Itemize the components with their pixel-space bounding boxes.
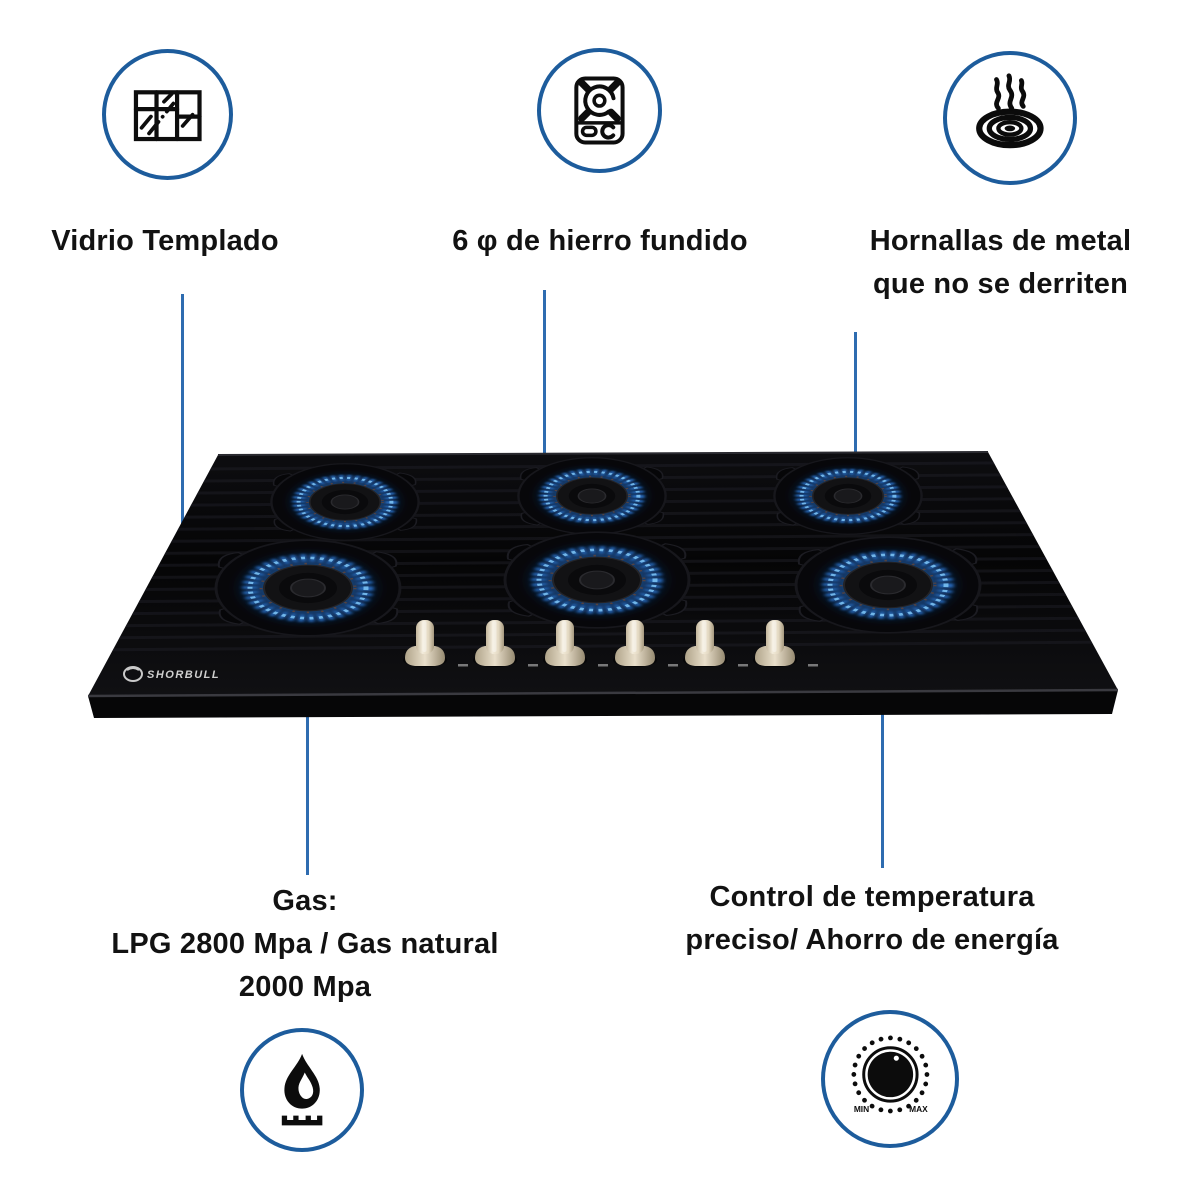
gas-spec-line2: LPG 2800 Mpa / Gas natural	[111, 928, 499, 960]
knob-indicator-dot	[893, 1055, 899, 1061]
cast-iron-label-text: 6 φ de hierro fundido	[452, 225, 748, 257]
cast-iron-burner-icon	[574, 76, 625, 145]
heatproof-label-line2: que no se derriten	[873, 268, 1128, 300]
heatproof-label-line1: Hornallas de metal	[869, 225, 1132, 257]
temperature-control-line2: preciso/ Ahorro de energía	[685, 924, 1059, 956]
burner-back-left	[269, 464, 422, 541]
burner-front-left	[212, 540, 403, 636]
tempered-glass-feature-circle	[102, 49, 233, 180]
temperature-control-line1: Control de temperatura	[709, 881, 1035, 913]
brand-logo: SHORBULL	[123, 666, 220, 682]
burner-front-center	[501, 532, 692, 628]
gas-flame-feature-circle	[240, 1028, 364, 1152]
cooktop-base-edge	[88, 690, 1118, 718]
heatproof-hotplate-icon	[976, 73, 1044, 149]
temperature-knob-feature-circle: MIN MAX	[821, 1010, 959, 1148]
burner-base-icon	[281, 1115, 323, 1126]
heat-waves-icon	[994, 73, 1027, 111]
temperature-knob-icon: MIN MAX	[851, 1035, 929, 1114]
connector-line-heatproof	[854, 332, 857, 478]
cast-iron-label: 6 φ de hierro fundido	[430, 220, 770, 263]
heatproof-hotplate-feature-circle	[943, 51, 1077, 185]
tempered-glass-label: Vidrio Templado	[15, 220, 315, 263]
tempered-glass-icon	[133, 89, 202, 141]
gas-spec-line3: 2000 Mpa	[238, 971, 372, 1003]
gas-spec-label: Gas: LPG 2800 Mpa / Gas natural 2000 Mpa	[45, 880, 565, 1009]
brand-text: SHORBULL	[147, 669, 220, 681]
connector-line-cast-iron	[543, 290, 546, 557]
knob-max-label: MAX	[909, 1104, 928, 1114]
burner-back-right	[772, 458, 925, 535]
heatproof-label: Hornallas de metal que no se derriten	[828, 220, 1173, 306]
knob-min-label: MIN	[853, 1104, 868, 1114]
gas-flame-icon	[281, 1053, 323, 1126]
temperature-control-label: Control de temperatura preciso/ Ahorro d…	[612, 876, 1132, 962]
tempered-glass-label-text: Vidrio Templado	[51, 225, 279, 257]
connector-line-control	[881, 654, 884, 868]
connector-line-tempered-glass	[181, 294, 184, 612]
cooktop-product-image: SHORBULL	[87, 451, 1119, 718]
gas-spec-line1: Gas:	[272, 885, 338, 917]
panel-markings	[458, 664, 818, 667]
burner-front-right	[792, 537, 983, 633]
knob-tick-dots	[851, 1035, 929, 1113]
cast-iron-burner-feature-circle	[537, 48, 662, 173]
connector-line-gas	[306, 656, 309, 875]
burner-back-center	[516, 458, 669, 535]
